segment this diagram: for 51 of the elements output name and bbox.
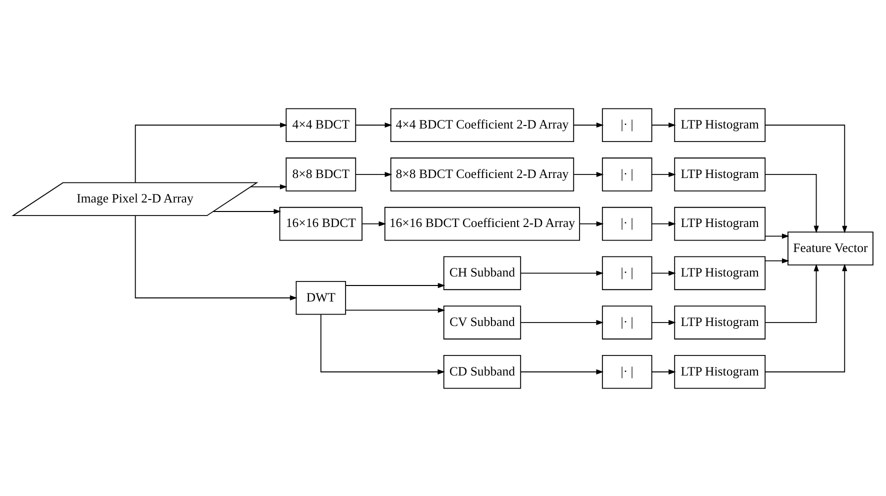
node-box: 16×16 BDCT Coefficient 2-D Array: [384, 206, 580, 240]
arrow: [250, 184, 288, 189]
node-box: LTP Histogram: [674, 305, 766, 339]
node-box: 4×4 BDCT Coefficient 2-D Array: [390, 108, 574, 142]
arrow: [212, 208, 282, 214]
node-box: |· |: [602, 256, 652, 290]
arrow: [355, 171, 392, 177]
arrow: [652, 368, 676, 374]
arrow: [574, 171, 604, 177]
arrow: [652, 220, 676, 226]
arrow: [652, 122, 676, 128]
node-box: LTP Histogram: [674, 206, 766, 240]
arrow: [652, 171, 676, 177]
arrow: [764, 263, 848, 372]
node-box: DWT: [296, 280, 346, 314]
arrow: [362, 220, 386, 226]
arrow: [320, 314, 445, 374]
node-box: Feature Vector: [788, 231, 874, 265]
node-box: |· |: [602, 108, 652, 142]
arrow: [579, 220, 604, 226]
arrow: [764, 263, 819, 322]
arrow: [764, 233, 790, 238]
arrow: [134, 122, 288, 182]
node-box: LTP Histogram: [674, 157, 766, 191]
node-box: LTP Histogram: [674, 354, 766, 388]
node-box: CD Subband: [443, 354, 522, 388]
node-box: |· |: [602, 305, 652, 339]
node-box: 8×8 BDCT: [286, 157, 356, 191]
arrow: [520, 368, 604, 374]
node-box: LTP Histogram: [674, 108, 766, 142]
arrow: [345, 307, 446, 312]
node-box: 4×4 BDCT: [286, 108, 356, 142]
arrow: [134, 214, 298, 300]
node-box: 8×8 BDCT Coefficient 2-D Array: [390, 157, 574, 191]
node-box: LTP Histogram: [674, 256, 766, 290]
node-box: CH Subband: [443, 256, 522, 290]
node-box: |· |: [602, 157, 652, 191]
arrow: [345, 282, 446, 288]
node-box: |· |: [602, 206, 652, 240]
arrow: [355, 122, 392, 128]
arrow: [520, 270, 604, 276]
arrow: [574, 122, 604, 128]
arrow: [652, 319, 676, 325]
arrow: [652, 270, 676, 276]
arrow: [520, 319, 604, 325]
node-box: 16×16 BDCT: [279, 206, 362, 240]
arrow: [764, 258, 790, 263]
arrow: [764, 174, 819, 233]
node-box: |· |: [602, 354, 652, 388]
node-box: CV Subband: [443, 305, 522, 339]
arrow: [764, 124, 848, 233]
